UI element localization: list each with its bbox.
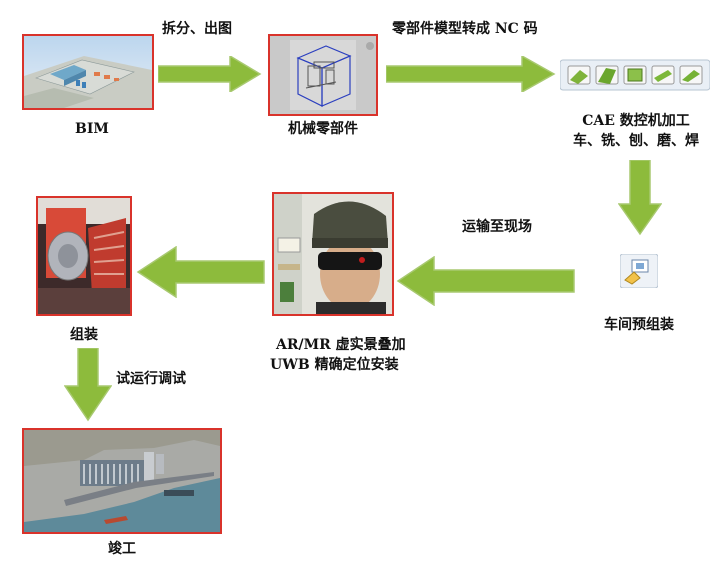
- cae-label-2: 车、铣、刨、磨、焊: [573, 133, 699, 149]
- cae-label-1: CAE 数控机加工: [582, 113, 690, 129]
- bim-model-image: [22, 34, 154, 110]
- ar-label-1: AR/MR 虚实景叠加: [276, 337, 406, 353]
- cae-toolbar-icons: [560, 58, 710, 92]
- arrow-left-1: [396, 256, 576, 306]
- assembly-label: 组装: [70, 327, 98, 343]
- assembly-machinery-image: [36, 196, 132, 316]
- trial-run-label: 试运行调试: [116, 371, 186, 387]
- arrow-right-2: [386, 56, 556, 92]
- workshop-preassembly-icon: [620, 254, 658, 288]
- complete-label: 竣工: [108, 541, 136, 557]
- nc-convert-label: 零部件模型转成 NC 码: [392, 21, 538, 37]
- arrow-down-2: [64, 348, 112, 422]
- arrow-left-2: [136, 246, 266, 298]
- arrow-right-1: [158, 56, 262, 92]
- workshop-label: 车间预组装: [604, 317, 674, 333]
- mech-parts-label: 机械零部件: [288, 121, 358, 137]
- arrow-down-1: [618, 160, 662, 236]
- transport-label: 运输至现场: [462, 219, 532, 235]
- bim-label: BIM: [75, 121, 109, 137]
- split-draw-label: 拆分、出图: [162, 21, 232, 37]
- mechanical-part-image: [268, 34, 378, 116]
- completed-plant-aerial-image: [22, 428, 222, 534]
- ar-label-2: UWB 精确定位安装: [270, 357, 399, 373]
- ar-headset-image: [272, 192, 394, 316]
